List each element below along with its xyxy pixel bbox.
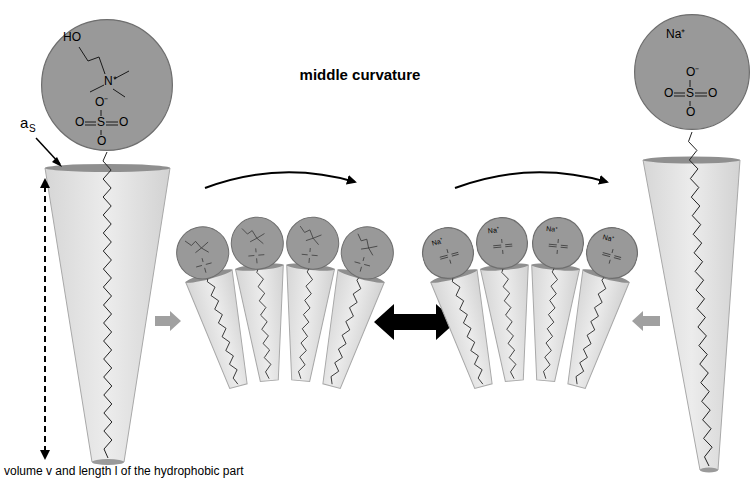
atom-label: O xyxy=(708,87,717,101)
alkyl-chain xyxy=(689,132,713,466)
bond-lines xyxy=(79,47,129,135)
area-subscript: S xyxy=(29,123,36,135)
alkyl-chain xyxy=(329,273,364,385)
atom-label: O xyxy=(686,106,695,120)
bond-lines xyxy=(438,246,460,265)
head-circle xyxy=(474,215,530,271)
atom-label: O⁻ xyxy=(686,66,699,80)
head-group: Na⁺ xyxy=(474,215,530,271)
hydrophobic-cone xyxy=(643,160,740,470)
area-symbol: a xyxy=(20,114,28,131)
atom-label: Na⁺ xyxy=(488,226,500,235)
axis-caption: volume v and length l of the hydrophobic… xyxy=(4,465,243,479)
alkyl-chain xyxy=(256,265,272,379)
atom-label: S xyxy=(97,116,105,130)
head-outline xyxy=(475,216,530,271)
gray-arrow xyxy=(155,311,181,331)
surfactant xyxy=(229,215,295,383)
hydrophobic-cone xyxy=(235,265,293,383)
curvature-arrow xyxy=(205,172,355,188)
hydrophobic-cone xyxy=(45,168,170,462)
structure-sketch xyxy=(349,234,380,274)
head-group: Na⁺O⁻OSOO xyxy=(634,14,750,130)
head-group xyxy=(229,215,285,271)
head-group xyxy=(171,221,235,285)
alkyl-chain xyxy=(501,265,517,379)
structure-sketch xyxy=(242,227,267,265)
atom-label: HO xyxy=(63,31,81,45)
structure-sketch xyxy=(185,235,216,275)
head-outline xyxy=(530,216,585,271)
arrow-head xyxy=(40,178,50,188)
length-arrow xyxy=(44,186,46,452)
curvature-arrow xyxy=(455,172,607,188)
hydrophobic-cone xyxy=(480,265,538,383)
hydrophobic-cone xyxy=(553,270,629,393)
hydrophobic-cone xyxy=(308,270,384,393)
head-outline xyxy=(417,222,479,284)
head-group: HON⁺O⁻OSOO xyxy=(41,19,173,151)
atom-label: O⁻ xyxy=(95,96,108,110)
bond-lines xyxy=(674,80,707,106)
surfactant xyxy=(480,262,538,383)
alkyl-chain xyxy=(298,265,314,379)
atom-label: O xyxy=(75,116,84,130)
surfactant xyxy=(306,221,399,393)
bond-lines xyxy=(493,238,513,255)
arrow-head xyxy=(52,157,62,167)
atom-label: O xyxy=(664,87,673,101)
gray-arrow xyxy=(632,311,660,331)
head-outline xyxy=(635,15,750,130)
bond-lines xyxy=(548,238,568,255)
atom-label: O xyxy=(119,116,128,130)
head-group: Na⁺ xyxy=(530,215,586,271)
alkyl-chain xyxy=(450,273,485,385)
surfactant xyxy=(553,267,630,392)
head-outline xyxy=(42,20,173,151)
bond-lines xyxy=(601,247,623,266)
head-group xyxy=(285,215,341,271)
arrow-head xyxy=(40,450,50,460)
atom-label: Na⁺ xyxy=(546,225,558,234)
atom-label: Na⁺ xyxy=(666,28,685,42)
head-group xyxy=(335,221,399,285)
atom-label: S xyxy=(686,87,694,101)
alkyl-chain xyxy=(574,273,609,385)
cone-top xyxy=(45,164,170,172)
cone-tip xyxy=(700,468,718,473)
structure-sketch xyxy=(297,226,322,264)
atom-label: N⁺ xyxy=(104,75,117,89)
alkyl-chain xyxy=(103,152,112,458)
head-outline xyxy=(581,222,643,284)
title: middle curvature xyxy=(300,66,421,83)
alkyl-chain xyxy=(543,265,559,379)
alkyl-chain xyxy=(205,273,240,385)
atom-label: O xyxy=(97,135,106,149)
head-circle xyxy=(530,215,586,271)
